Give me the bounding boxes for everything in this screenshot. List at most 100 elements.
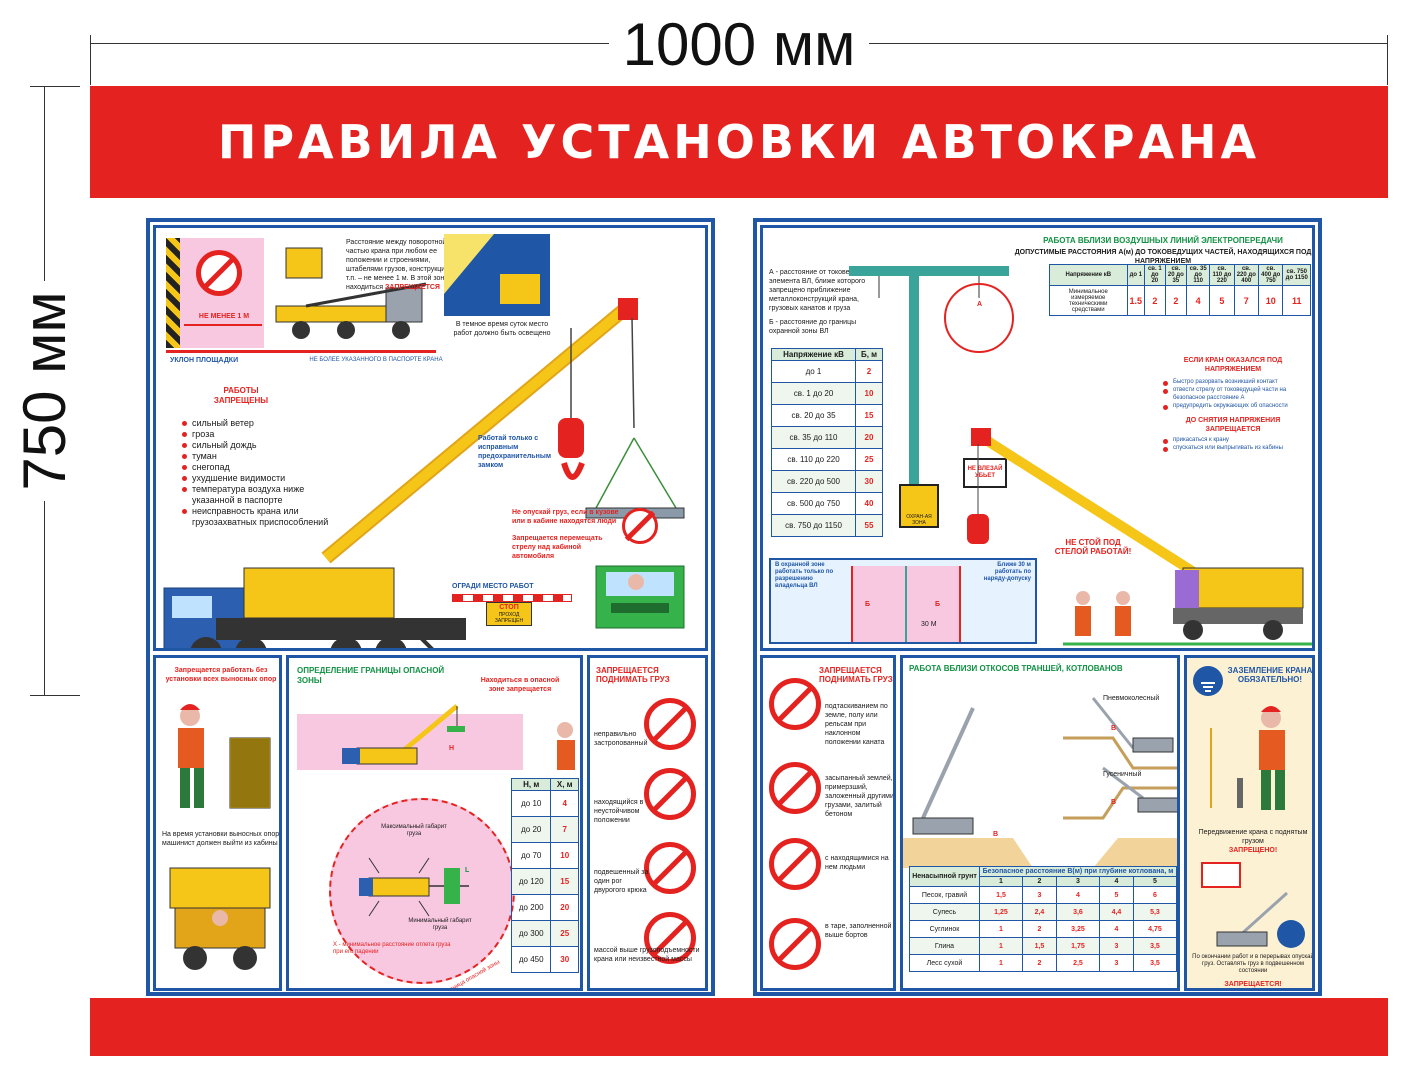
label-v: В	[1111, 799, 1117, 806]
grounding-title: ЗАЗЕМЛЕНИЕ КРАНА ОБЯЗАТЕЛЬНО!	[1227, 666, 1313, 684]
crane-cab-icon	[169, 867, 271, 970]
table-cell: 30	[855, 470, 883, 493]
under-boom-warning: НЕ СТОЙ ПОД СТЕЛОЙ РАБОТАЙ!	[1054, 538, 1132, 556]
stop-sign: СТОП ПРОХОД ЗАПРЕЩЕН	[486, 602, 532, 626]
table-cell: 3,5	[1132, 937, 1177, 955]
no-overfilled-icon	[769, 918, 821, 970]
table-cell: 2	[1144, 285, 1166, 316]
table-cell: до 200	[510, 894, 552, 921]
no-lift-icon	[644, 912, 696, 964]
table-cell: Лесс сухой	[909, 954, 980, 972]
supports-section: Запрещается работать без установки всех …	[153, 655, 282, 991]
table-header: св. 1 до 20	[1144, 264, 1166, 286]
list-item: гроза	[182, 429, 332, 440]
table-cell: 5,3	[1132, 903, 1177, 921]
table-cell: 4	[1098, 920, 1134, 938]
distance-forbidden: ЗАПРЕЩАЕТСЯ	[385, 284, 440, 291]
floodlight-beam	[444, 234, 494, 294]
distance-title: ДОПУСТИМЫЕ РАССТОЯНИЯ А(м) ДО ТОКОВЕДУЩИ…	[1014, 249, 1312, 265]
danger-zone-sign-text: ОХРАН-АЯ ЗОНА	[906, 514, 932, 526]
list-item: сильный дождь	[182, 440, 332, 451]
label-30m: 30 М	[921, 621, 937, 628]
table-header: св. 35 до 110	[1186, 264, 1211, 286]
table-cell: до 120	[510, 868, 552, 895]
lift-item: подтаскиванием по земле, полу или рельса…	[825, 703, 888, 746]
fence-label: ОГРАДИ МЕСТО РАБОТ	[452, 583, 534, 590]
table-cell: до 10	[510, 790, 552, 817]
crane-icon	[500, 274, 540, 304]
powerline-title: РАБОТА ВБЛИЗИ ВОЗДУШНЫХ ЛИНИЙ ЭЛЕКТРОПЕР…	[1043, 236, 1283, 245]
table-cell: 3	[1098, 954, 1134, 972]
voltage-table: Напряжение кВ до 1 св. 1 до 20 св. 20 до…	[1049, 264, 1311, 316]
table-cell: 15	[855, 404, 883, 427]
table-cell: 4	[1055, 886, 1100, 904]
table-cell: 3	[1098, 937, 1134, 955]
list-item: ухудшение видимости	[182, 473, 332, 484]
table-cell: 4,4	[1098, 903, 1134, 921]
no-buried-load-icon	[769, 762, 821, 814]
direction-sign-icon	[1201, 862, 1241, 888]
table-cell: 5	[1209, 285, 1235, 316]
table-cell: Песок, гравий	[909, 886, 980, 904]
table-cell: 10	[855, 382, 883, 405]
table-cell: 30	[550, 946, 579, 973]
distance-note: X - минимальное расстояние отлета груза …	[333, 942, 451, 955]
list-item: температура воздуха ниже указанной в пас…	[182, 484, 332, 506]
table-cell: 3	[1021, 886, 1057, 904]
table-cell: св. 35 до 110	[771, 426, 856, 449]
distance-text: Расстояние между поворотной частью крана…	[346, 239, 464, 291]
lift-item: неправильно застропованный	[594, 731, 648, 747]
voltage-sign-text: НЕ ВЛЕЗАЙ УБЬЕТ	[967, 466, 1003, 479]
table-cell: 2	[1021, 954, 1057, 972]
list-item: туман	[182, 451, 332, 462]
table-cell: 10	[1258, 285, 1284, 316]
table-cell: 25	[550, 920, 579, 947]
table-cell: 5	[1098, 886, 1134, 904]
stop-sign-text: СТОП	[499, 604, 519, 611]
grounding-worker-icon	[1210, 706, 1285, 810]
table-cell: 20	[550, 894, 579, 921]
height-label: 750 мм	[11, 281, 78, 501]
lift-item: засыпанный землей, примерзший, заложенны…	[825, 775, 894, 818]
poster-title: ПРАВИЛА УСТАНОВКИ АВТОКРАНА	[217, 115, 1261, 169]
soil-table: Ненасыпной грунт Безопасное расстояние В…	[909, 866, 1177, 972]
label-v: В	[993, 831, 999, 838]
table-cell: до 450	[510, 946, 552, 973]
dimension-tick	[30, 695, 80, 696]
width-dimension: 1000 мм	[90, 10, 1388, 85]
list-item: сильный ветер	[182, 418, 332, 429]
slope-label: УКЛОН ПЛОЩАДКИ	[170, 357, 239, 364]
dimension-tick	[90, 35, 91, 85]
list-item: отвести стрелу от токоведущей части на б…	[1163, 386, 1312, 402]
hazard-stripe	[166, 238, 180, 348]
min-size-label: Минимальный габарит груза	[408, 918, 472, 931]
table-cell: 4	[1186, 285, 1211, 316]
table-cell: св. 1 до 20	[771, 382, 856, 405]
title-banner: ПРАВИЛА УСТАНОВКИ АВТОКРАНА	[90, 86, 1388, 198]
b-definition: Б - расстояние до границы охранной зоны …	[769, 319, 857, 335]
list-item: предупредить окружающих об опасности	[1163, 402, 1312, 410]
table-header: св. 750 до 1150	[1282, 264, 1311, 286]
dimension-tick	[1387, 35, 1388, 85]
no-load-over-cab: Не опускай груз, если в кузове или в каб…	[512, 509, 619, 525]
dimension-tick	[30, 86, 80, 87]
label-b: Б	[865, 601, 871, 608]
table-header: Безопасное расстояние В(м) при глубине к…	[978, 866, 1177, 877]
table-header: св. 110 до 220	[1209, 264, 1235, 286]
table-header: до 1	[1126, 264, 1146, 286]
table-cell: 11	[1282, 285, 1311, 316]
table-header: Ненасыпной грунт	[909, 866, 980, 887]
zone-title: ОПРЕДЕЛЕНИЕ ГРАНИЦЫ ОПАСНОЙ ЗОНЫ	[297, 666, 445, 685]
table-header: 3	[1055, 876, 1100, 887]
table-cell: до 20	[510, 816, 552, 843]
table-header: Х, м	[550, 778, 579, 791]
green-truck-icon	[595, 565, 685, 629]
elevation-crane-icon	[342, 704, 575, 770]
table-header: Б, м	[855, 348, 883, 361]
no-boom-over-cab: Запрещается перемещать стрелу над кабино…	[512, 535, 603, 560]
no-pedestrian-icon	[196, 250, 242, 296]
danger-zone-sign: ОХРАН-АЯ ЗОНА	[899, 484, 939, 528]
powerline-tower-icon	[849, 266, 1014, 508]
